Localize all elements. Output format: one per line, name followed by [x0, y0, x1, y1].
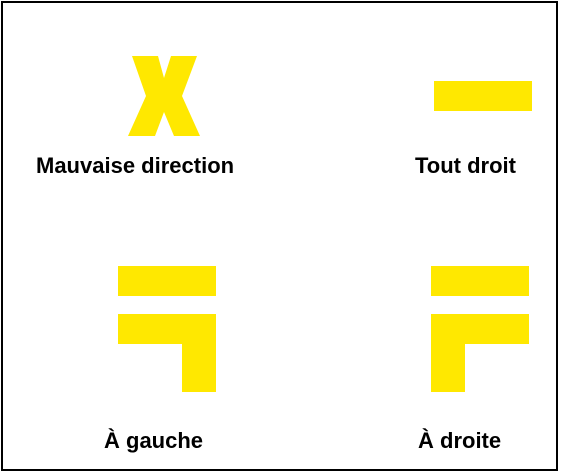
label-left: À gauche [104, 428, 204, 453]
left-sign-vertical-bar [182, 314, 216, 392]
left-turn-signal-icon [118, 266, 216, 392]
right-turn-signal-icon [431, 266, 529, 392]
left-sign-top-bar [118, 266, 216, 296]
x-mark-icon [128, 56, 200, 136]
right-sign-top-bar [431, 266, 529, 296]
label-wrong-way: Mauvaise direction [36, 153, 235, 178]
label-straight: Tout droit [415, 153, 516, 178]
label-right: À droite [418, 428, 502, 453]
horizontal-bar-icon [434, 81, 532, 111]
right-sign-vertical-bar [431, 314, 465, 392]
